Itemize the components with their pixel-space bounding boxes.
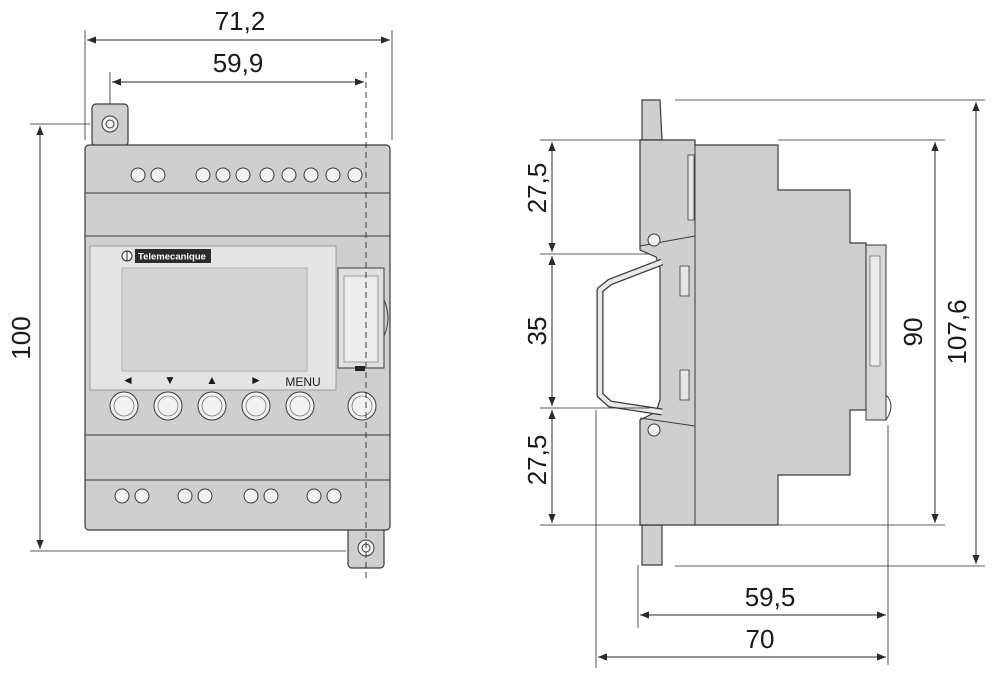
dim-upper: 27,5 bbox=[522, 163, 552, 214]
lcd-screen bbox=[121, 267, 308, 372]
front-dimensions: 71,2 59,9 100 bbox=[6, 6, 393, 580]
side-view: 27,5 35 27,5 90 107,6 59,5 70 bbox=[522, 99, 985, 668]
cartridge-slot bbox=[337, 267, 389, 371]
dim-height: 100 bbox=[6, 316, 36, 359]
dim-width-total: 71,2 bbox=[215, 6, 266, 36]
top-terminals bbox=[130, 167, 363, 183]
dim-lower: 27,5 bbox=[522, 435, 552, 486]
arrow-left-label: ◄ bbox=[122, 373, 134, 387]
bottom-terminals bbox=[114, 488, 342, 504]
menu-label: MENU bbox=[285, 375, 320, 389]
dim-width-inner: 59,9 bbox=[213, 48, 264, 78]
front-view: Telemecanique ◄ ▼ ▲ ► MENU bbox=[6, 6, 393, 580]
side-housing bbox=[639, 139, 867, 526]
keypad bbox=[109, 391, 377, 421]
side-cartridge bbox=[865, 244, 892, 421]
dim-depth-inner: 59,5 bbox=[745, 582, 796, 612]
arrow-up-label: ▲ bbox=[206, 373, 218, 387]
arrow-down-label: ▼ bbox=[164, 373, 176, 387]
mounting-tab-top bbox=[91, 103, 129, 147]
dim-height-total: 107,6 bbox=[942, 299, 972, 364]
dim-depth-total: 70 bbox=[746, 624, 775, 654]
brand-label: Telemecanique bbox=[138, 252, 206, 263]
side-dimensions-left: 27,5 35 27,5 bbox=[522, 139, 650, 526]
arrow-right-label: ► bbox=[250, 373, 262, 387]
dim-height-body: 90 bbox=[898, 318, 928, 347]
side-dimensions-right: 90 107,6 bbox=[675, 99, 985, 567]
brand-logo: Telemecanique bbox=[121, 249, 211, 263]
side-dimensions-bottom: 59,5 70 bbox=[595, 410, 889, 668]
dim-rail: 35 bbox=[522, 317, 552, 346]
